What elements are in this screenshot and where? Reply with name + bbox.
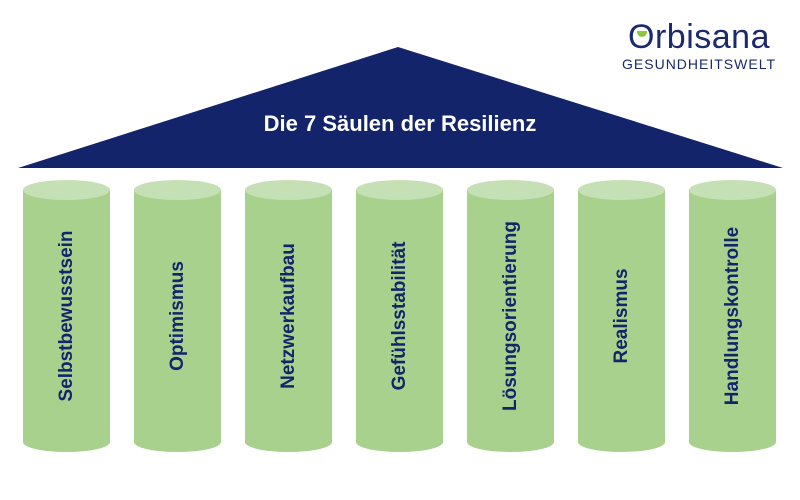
pillar: Optimismus	[134, 180, 221, 452]
pillar-label: Handlungskontrolle	[721, 226, 743, 406]
orbisana-logo: Orbisana GESUNDHEITSWELT	[622, 20, 776, 72]
pillar-cylinder-shape	[689, 180, 776, 452]
pillar: Netzwerkaufbau	[245, 180, 332, 452]
pillar-label: Optimismus	[166, 261, 188, 371]
pillar-label: Realismus	[610, 268, 632, 364]
pillar: Realismus	[578, 180, 665, 452]
pillar-cylinder-shape	[356, 180, 443, 452]
pillar-label: Gefühlsstabilität	[388, 241, 410, 391]
pillar-cylinder-shape	[23, 180, 110, 452]
pillar-cylinder-shape	[134, 180, 221, 452]
pillar: Selbstbewusstsein	[23, 180, 110, 452]
pillar-cylinder-shape	[245, 180, 332, 452]
pillar-label: Netzwerkaufbau	[277, 243, 299, 389]
pillar-cylinder-shape	[467, 180, 554, 452]
pillar-label: Lösungsorientierung	[499, 221, 521, 411]
logo-subtitle: GESUNDHEITSWELT	[622, 56, 776, 72]
pillar-label: Selbstbewusstsein	[55, 230, 77, 402]
pillar: Gefühlsstabilität	[356, 180, 443, 452]
logo-leaf-icon	[637, 31, 648, 37]
logo-name: Orbisana	[628, 18, 770, 56]
pillar-cylinder-shape	[578, 180, 665, 452]
pillar: Lösungsorientierung	[467, 180, 554, 452]
roof-title: Die 7 Säulen der Resilienz	[263, 111, 537, 136]
pillar: Handlungskontrolle	[689, 180, 776, 452]
